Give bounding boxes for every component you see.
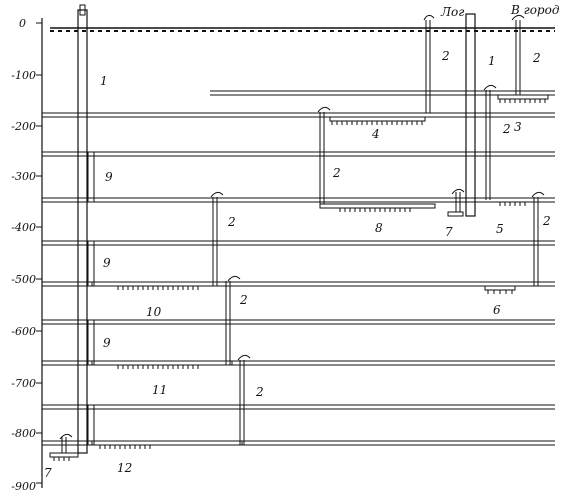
tick-label-200: -200 (11, 120, 36, 133)
label-12: 12 (117, 461, 132, 475)
aux-shaft-lowest (237, 354, 251, 445)
aux-shaft-11 (225, 275, 241, 365)
label-2-a: 2 (332, 166, 341, 180)
chamber-8 (339, 208, 411, 212)
chamber-10 (117, 286, 199, 290)
tick-label-100: -100 (11, 69, 36, 82)
depth-axis: 0 -100 -200 -300 -400 -500 -600 -700 -80… (11, 17, 43, 493)
chamber-5 (499, 202, 526, 206)
tick-label-400: -400 (11, 221, 36, 234)
aux-shaft-city (511, 14, 525, 95)
aux-shaft-4-8 (317, 106, 331, 208)
main-shaft-left (77, 9, 88, 454)
label-2-b: 2 (502, 122, 511, 136)
tick-label-800: -800 (11, 427, 36, 440)
ground-surface (50, 27, 555, 32)
label-11: 11 (152, 383, 167, 397)
label-9-a: 9 (105, 170, 113, 184)
label-5: 5 (496, 222, 504, 236)
tick-label-600: -600 (11, 325, 36, 338)
chamber-3 (497, 94, 549, 103)
aux-shaft-6 (531, 191, 545, 286)
aux-shaft-log (423, 14, 435, 113)
label-2-d: 2 (542, 214, 551, 228)
chamber-12 (99, 445, 151, 449)
tick-label-900: -900 (11, 480, 36, 493)
tick-label-0: 0 (19, 17, 26, 30)
label-6: 6 (493, 303, 501, 317)
label-7-left: 7 (44, 466, 52, 480)
number-labels: 1 1 2 2 2 2 2 2 2 2 3 4 5 6 7 7 8 9 9 9 … (44, 49, 551, 480)
label-7-right: 7 (445, 225, 453, 239)
level-200 (42, 112, 555, 118)
label-2-f: 2 (255, 385, 264, 399)
level-830 (42, 440, 555, 446)
label-3: 3 (514, 120, 522, 134)
chamber-6 (484, 285, 516, 294)
tick-label-300: -300 (11, 170, 36, 183)
aux-shaft-3-5 (483, 84, 497, 200)
label-4: 4 (371, 127, 380, 141)
label-9-c: 9 (103, 336, 111, 350)
chamber-7-left (49, 433, 79, 461)
level-650 (42, 360, 555, 366)
main-shafts (77, 4, 476, 454)
label-9-b: 9 (103, 256, 111, 270)
label-1-left: 1 (100, 74, 108, 88)
level-350 (42, 197, 555, 203)
label-2-log: 2 (441, 49, 450, 63)
chamber-7-right (447, 188, 465, 217)
chamber-11 (117, 365, 199, 369)
level-580 (42, 319, 555, 325)
aux-shaft-10 (210, 191, 224, 286)
upper-right-drift (210, 90, 555, 96)
level-lines (42, 90, 555, 446)
label-2-city: 2 (532, 51, 541, 65)
level-740 (42, 404, 555, 410)
label-2-e: 2 (239, 293, 248, 307)
connecting-drifts (87, 151, 436, 446)
tick-label-500: -500 (11, 273, 36, 286)
label-2-c: 2 (227, 215, 236, 229)
label-1-right: 1 (488, 54, 496, 68)
label-log: Лог (440, 5, 464, 19)
tick-label-700: -700 (11, 377, 36, 390)
level-240 (42, 151, 555, 157)
chamber-4 (329, 116, 426, 125)
label-to-city: В город (510, 3, 560, 17)
main-shaft-right (465, 13, 476, 217)
chambers (49, 94, 549, 461)
aux-shafts (210, 14, 545, 445)
depth-ticks (36, 22, 42, 484)
level-510 (42, 281, 555, 287)
label-8: 8 (375, 221, 383, 235)
label-10: 10 (146, 305, 162, 319)
main-shaft-left-head (79, 4, 86, 16)
level-430 (42, 240, 555, 246)
